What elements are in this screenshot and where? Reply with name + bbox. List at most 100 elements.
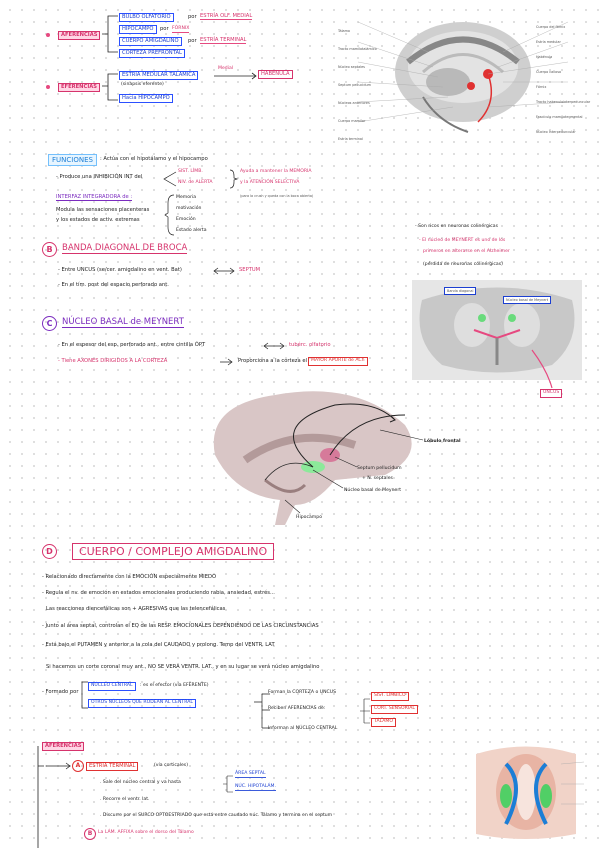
branch-icon	[163, 171, 177, 187]
fig-brain-label3: + N. septales	[362, 476, 393, 481]
fig-brain-label4: Núcleo basal de Meynert	[344, 488, 402, 493]
otros-nucleos: OTROS NÚCLEOS QUE RODEAN AL CENTRAL	[88, 699, 196, 708]
brace-icon	[164, 194, 175, 236]
brain-label: Núcleos anteriores	[338, 101, 370, 105]
eferencias-top-title: EFERENCIAS	[58, 83, 100, 93]
section-d-line: - Relacionado directamente con la EMOCIÓ…	[42, 574, 217, 580]
brain-labels-left: Tálamo Tracto mamilotalámico Núcleo sept…	[338, 22, 377, 148]
brain-label: Estría medular	[536, 40, 561, 44]
integrador-item: Emoción	[176, 217, 196, 222]
section-d-line: - Junto al área septal, controlan el EQ …	[42, 623, 319, 629]
arrow-right-icon	[220, 358, 233, 366]
brain-meynert-figure	[213, 391, 424, 525]
aferencias-b-letter: B	[84, 828, 96, 840]
reciben-item: SIST. LÍMBICO	[371, 692, 409, 701]
brain-sagittal-figure	[357, 21, 569, 133]
brain-label: Cuerpo mamilar	[338, 119, 366, 123]
arrow-right-icon	[46, 762, 71, 770]
arrow-right-icon	[214, 72, 257, 80]
afer-item-1-por: por	[188, 14, 197, 20]
afer-item-4: CORTEZA PREFRONTAL	[119, 49, 185, 59]
reciben-item: TÁLAMO	[371, 718, 396, 727]
funciones-result2: y la ATENCIÓN SELECTIVA	[240, 180, 300, 185]
section-d-line: - Regula el nv. de emoción en estados em…	[42, 590, 275, 596]
brain-label: Fascículo mamilotegmental	[536, 115, 583, 119]
colin-line4: (pérdida de neuronas colinérgicas)	[423, 262, 503, 267]
section-b-title: BANDA DIAGONAL DE BROCA	[62, 243, 188, 254]
tree-line-icon	[37, 746, 44, 848]
section-c-line1-dest: tubérc. olfatorio	[289, 342, 331, 348]
brain-label: Tálamo	[338, 29, 350, 33]
section-c-letter: C	[42, 316, 57, 331]
efer-item-1-note: Medial	[218, 66, 234, 71]
efer-item-1-sub: (sinapsis eferente)	[121, 82, 164, 87]
funciones-branch-a: SIST. LÍMB.	[178, 169, 203, 174]
brain-labels-right: Cuerpo del fórnix Estría medular Habénul…	[536, 20, 590, 140]
funciones-lead: : Actúa con el hipotálamo y el hipocampo	[100, 156, 208, 162]
brace-icon	[360, 698, 370, 724]
aferencias-recorre: . Recorre el ventr. lat.	[100, 797, 150, 802]
brain-label: Núcleo septales	[338, 65, 365, 69]
modula-line2: y los estados de activ. extremas	[56, 217, 140, 223]
section-d-line: Si hacemos un corte coronal muy ant., NO…	[46, 664, 320, 670]
funciones-result1: Ayuda a mantener la MEMORIA	[240, 169, 312, 174]
reciben-line: Reciben AFERENCIAS de:	[268, 706, 326, 711]
funciones-line1: - Produce una INHIBICIÓN INT del	[56, 174, 143, 180]
integrador-item: motivación	[176, 206, 202, 211]
fig-brain-label5: Hipocampo	[296, 515, 322, 520]
funciones-note: (para la crush y queda con la boca abier…	[240, 194, 314, 198]
brain-label: Núcleo interpeduncular	[536, 130, 576, 134]
colin-line1: - Son ricos en neuronas colinérgicas	[415, 224, 498, 229]
fig-basal-right: Núcleo basal de Meynert	[503, 296, 552, 304]
section-d-line: - Está bajo el PUTAMEN y anterior a la c…	[42, 642, 275, 648]
aferencias-b-text: La LÁM. AFFIXA sobre el dorso del Tálamo	[98, 830, 194, 835]
aferencias-top-title: AFERENCIAS	[58, 31, 101, 41]
brain-label: Fórnix	[536, 85, 547, 89]
brain-label: Cuerpo calloso	[536, 70, 562, 74]
aferencias-discurre: . Discurre por el SURCO OPTOESTRIADO que…	[100, 813, 333, 818]
aferencias-a-letter: A	[72, 760, 84, 772]
double-arrow-icon	[213, 267, 235, 275]
informan-line: Informan al NÚCLEO CENTRAL	[268, 726, 338, 731]
aferencias-a-title: ESTRÍA TERMINAL	[86, 762, 139, 772]
efer-item-2: Hacia HIPOCAMPO	[119, 94, 173, 104]
brace-icon	[229, 169, 239, 189]
aferencias-sale-dest2: NÚC. HIPOTALÁM.	[235, 784, 276, 791]
branch-icon	[254, 693, 270, 729]
basal-forebrain-figure	[412, 280, 582, 389]
formado-por: - Formado por	[42, 689, 79, 695]
section-c-title: NÚCLEO BASAL de MEYNERT	[62, 317, 184, 328]
section-c-line1: - En el espesor del esp. perforado ant.,…	[58, 342, 206, 348]
aferencias-sale-dest1: ÁREA SEPTAL	[235, 771, 266, 778]
fig-basal-uncus: UNCUS	[540, 389, 563, 398]
afer-item-1: BULBO OLFATORIO	[119, 13, 174, 23]
efer-item-1: ESTRÍA MEDULAR TALÁMICA	[119, 71, 199, 81]
section-c-line2: - Tiene AXONES DIRIGIDOS A LA CORTEZA	[58, 358, 168, 364]
amygdala-coronal-figure	[476, 746, 585, 839]
afer-item-3-por: por	[188, 38, 197, 44]
afer-item-3-dest: ESTRÍA TERMINAL	[200, 37, 247, 45]
aferencias-sale: . Sale del núcleo central y va hasta	[100, 780, 181, 785]
bullet-icon	[46, 33, 50, 37]
section-c-line2-c: MAYOR APORTE de ACh	[308, 357, 368, 366]
integrador-item: Estado alerta	[176, 228, 207, 233]
nucleo-central: NÚCLEO CENTRAL	[88, 682, 136, 691]
fig-brain-label1: Lóbulo frontal	[424, 439, 461, 444]
colin-line2: - El núcleo de MEYNERT es uno de los	[419, 238, 506, 243]
section-d-letter: D	[42, 544, 57, 559]
bracket-icon	[81, 681, 88, 709]
brain-label: Septum pellucidum	[338, 83, 371, 87]
aferencias-a-note: (vía corticales)	[154, 763, 188, 768]
section-d-line: Las reacciones diencefálicas son + AGRES…	[46, 606, 226, 612]
funciones-branch-b: NIV. de ALERTA	[178, 180, 213, 185]
aferencias-bottom-title: AFERENCIAS	[42, 742, 85, 752]
colin-line3: primeros en alterarse en el Alzheimer	[423, 249, 510, 254]
funciones-title: FUNCIONES	[48, 154, 97, 166]
efer-item-1-dest: HABÉNULA	[258, 70, 293, 80]
afer-item-2-por: por	[160, 26, 169, 32]
afer-item-3: CUERPO AMIGDALINO	[119, 37, 182, 47]
brain-label: Cuerpo del fórnix	[536, 25, 566, 29]
section-b-line1: - Entre UNCUS (se/cer. amigdalino en ven…	[58, 267, 182, 273]
double-arrow-icon	[263, 342, 285, 350]
fig-brain-label2: Septum pellucidum	[357, 466, 402, 471]
